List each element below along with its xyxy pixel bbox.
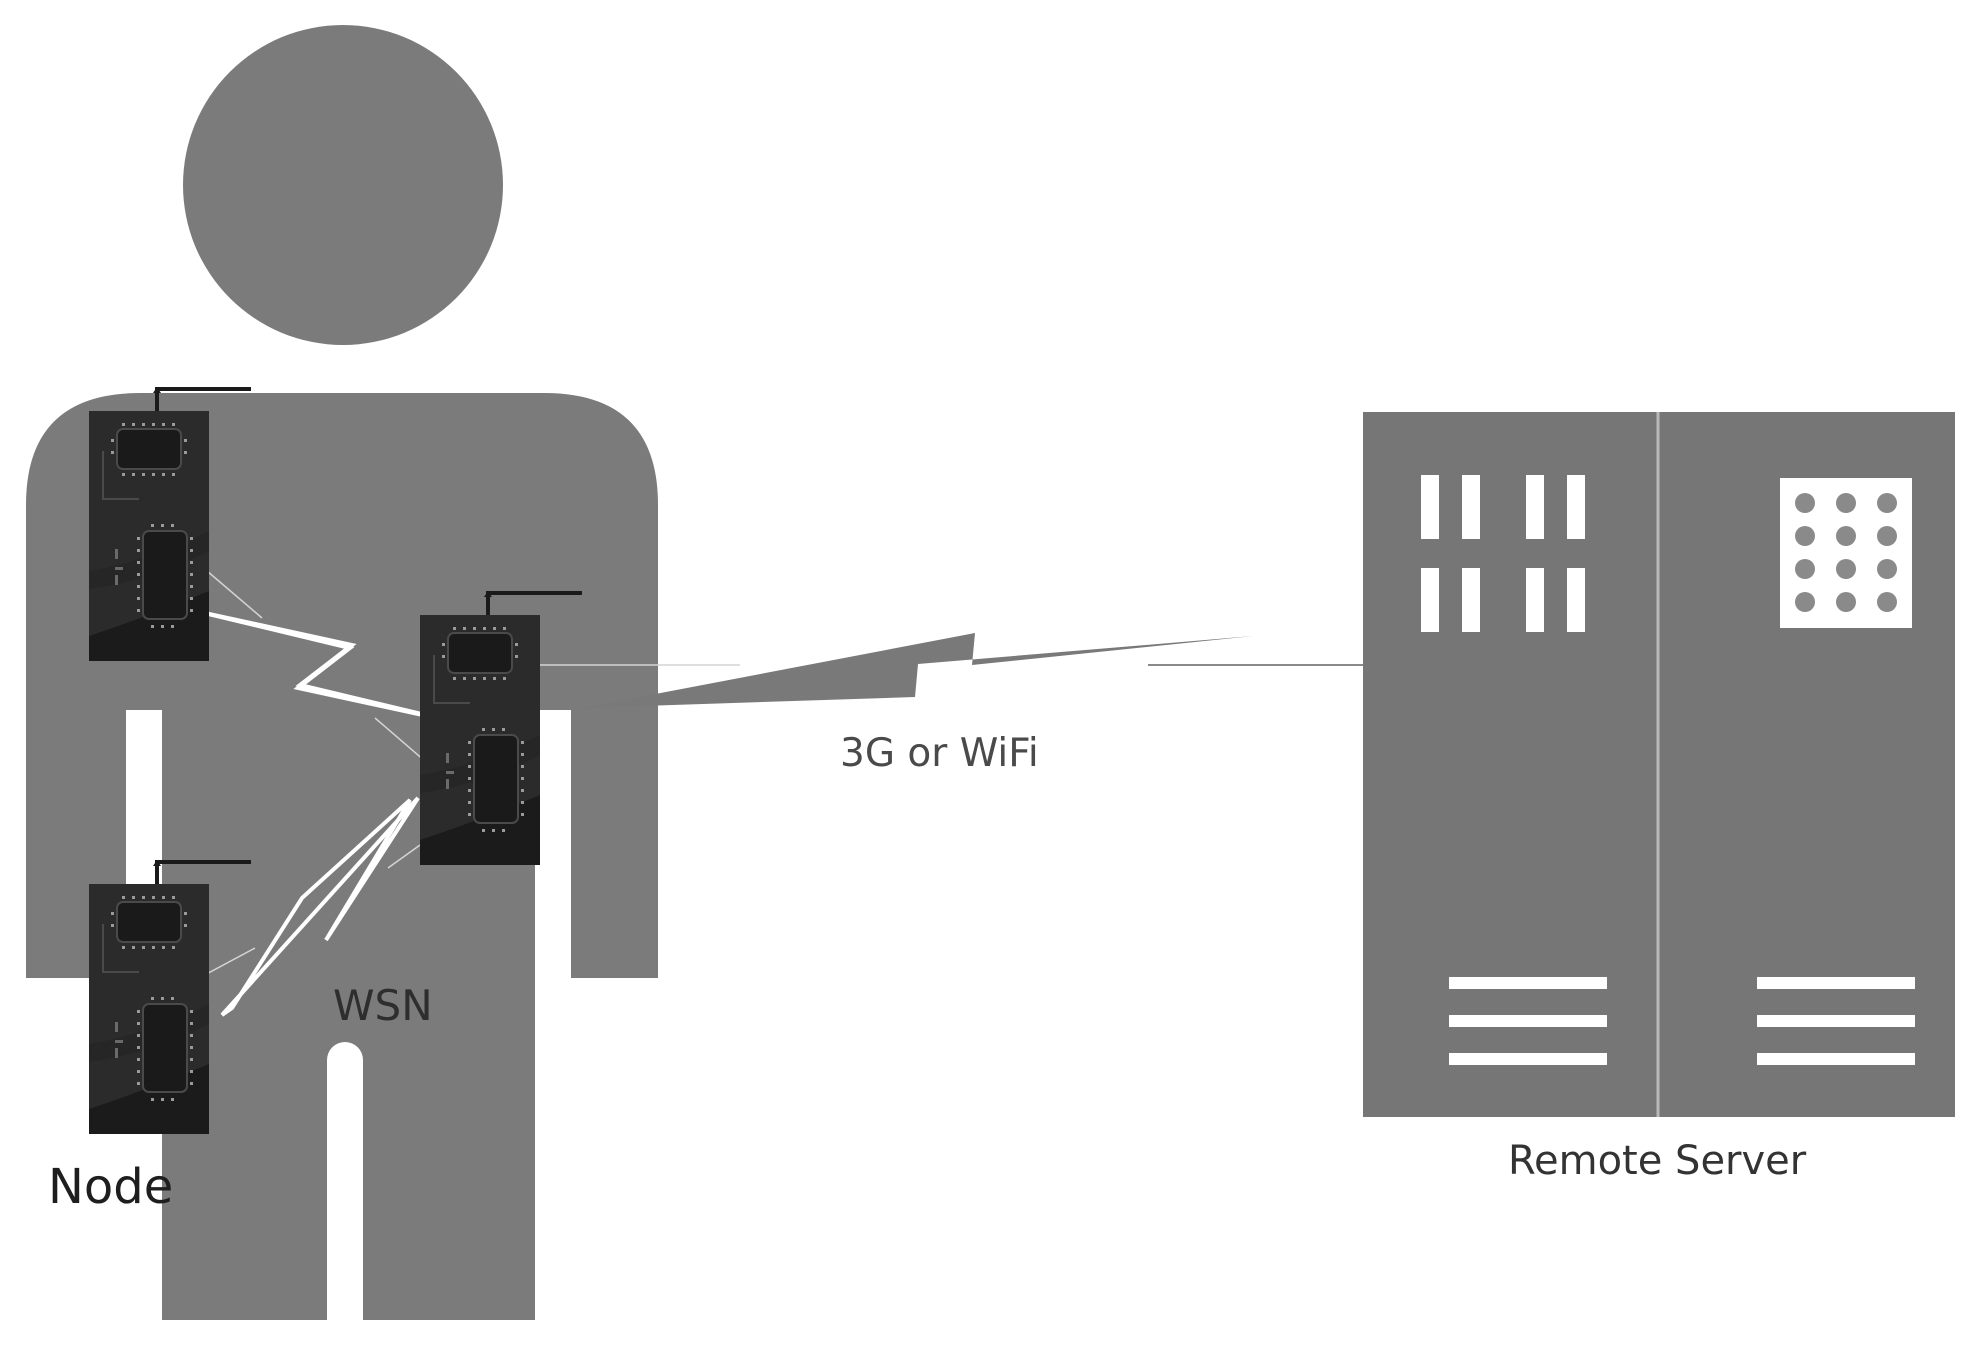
lightning-bolt-icon [582,633,1253,708]
remote-server-label: Remote Server [1508,1138,1807,1184]
server-drive-bays [1449,977,1915,1065]
node-label: Node [48,1159,174,1215]
server-cabinet-icon [1363,412,1955,1117]
lightning-bolt-icon [220,796,420,1017]
server-keypad [1780,478,1912,628]
server-vent-slots [1421,475,1585,632]
wsn-label: WSN [333,981,433,1030]
link-label: 3G or WiFi [840,731,1039,776]
uplink-3g-wifi [582,633,1388,708]
